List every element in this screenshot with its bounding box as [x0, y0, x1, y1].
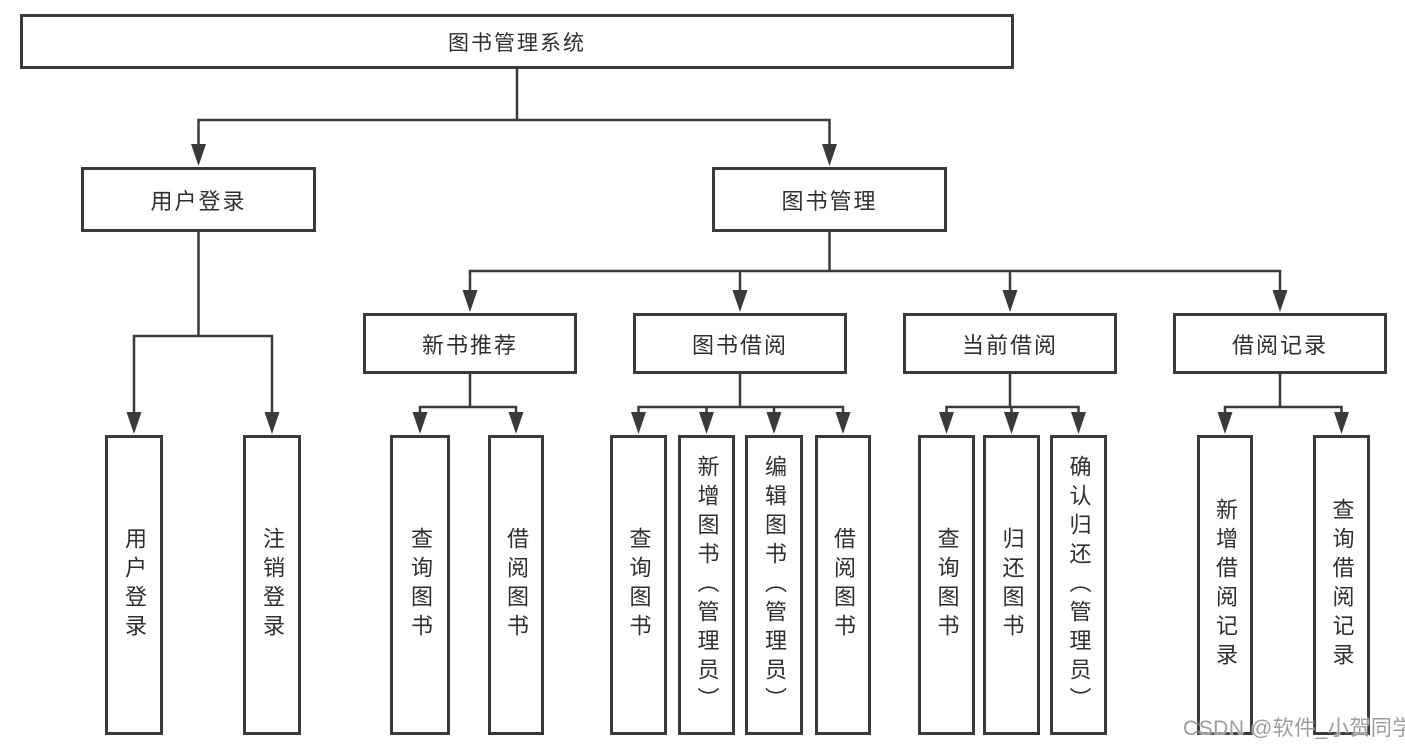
node-label: 借阅记录 [1231, 332, 1328, 358]
leaf-query-borrow-record: 查询借阅记录 [1313, 435, 1370, 735]
leaf-borrow-book-1: 借阅图书 [488, 435, 544, 735]
node-book-borrow: 图书借阅 [633, 313, 847, 374]
node-label: 用户登录 [122, 527, 147, 643]
node-label: 用户登录 [150, 188, 247, 214]
node-label: 查询图书 [934, 527, 960, 643]
node-label: 当前借阅 [961, 332, 1058, 358]
leaf-add-borrow-record: 新增借阅记录 [1197, 435, 1253, 735]
leaf-logout: 注销登录 [243, 435, 301, 735]
leaf-confirm-return: 确认归还（管理员） [1050, 435, 1107, 735]
arrowheads [126, 144, 1349, 434]
leaf-query-book-3: 查询图书 [918, 435, 975, 735]
node-label: 借阅图书 [504, 527, 529, 643]
leaf-edit-book: 编辑图书（管理员） [745, 435, 803, 735]
leaf-user-login: 用户登录 [105, 435, 163, 735]
node-label: 新增图书（管理员） [694, 454, 720, 716]
node-book-management: 图书管理 [712, 167, 947, 232]
node-label: 借阅图书 [831, 527, 856, 643]
node-label: 查询借阅记录 [1329, 498, 1355, 672]
node-label: 确认归还（管理员） [1066, 454, 1092, 716]
node-label: 新增借阅记录 [1213, 498, 1238, 672]
node-user-login: 用户登录 [81, 167, 316, 232]
leaf-add-book: 新增图书（管理员） [678, 435, 735, 735]
node-new-book-recommend: 新书推荐 [363, 313, 577, 374]
node-label: 查询图书 [626, 527, 652, 643]
leaf-return-book: 归还图书 [983, 435, 1040, 735]
node-label: 编辑图书（管理员） [762, 454, 787, 716]
leaf-query-book-2: 查询图书 [610, 435, 667, 735]
watermark-text: CSDN @软件_小贺同学 [1183, 717, 1405, 740]
node-label: 归还图书 [999, 527, 1025, 643]
node-label: 新书推荐 [421, 332, 518, 358]
node-label: 图书管理 [781, 188, 878, 214]
node-label: 图书管理系统 [448, 31, 586, 55]
leaf-borrow-book-2: 借阅图书 [815, 435, 871, 735]
connector-edges [132, 67, 1343, 416]
node-borrow-records: 借阅记录 [1173, 313, 1387, 374]
node-root: 图书管理系统 [20, 14, 1014, 69]
node-current-borrow: 当前借阅 [903, 313, 1117, 374]
node-label: 图书借阅 [691, 332, 788, 358]
node-label: 注销登录 [260, 527, 285, 643]
node-label: 查询图书 [408, 527, 433, 643]
leaf-query-book-1: 查询图书 [390, 435, 450, 735]
